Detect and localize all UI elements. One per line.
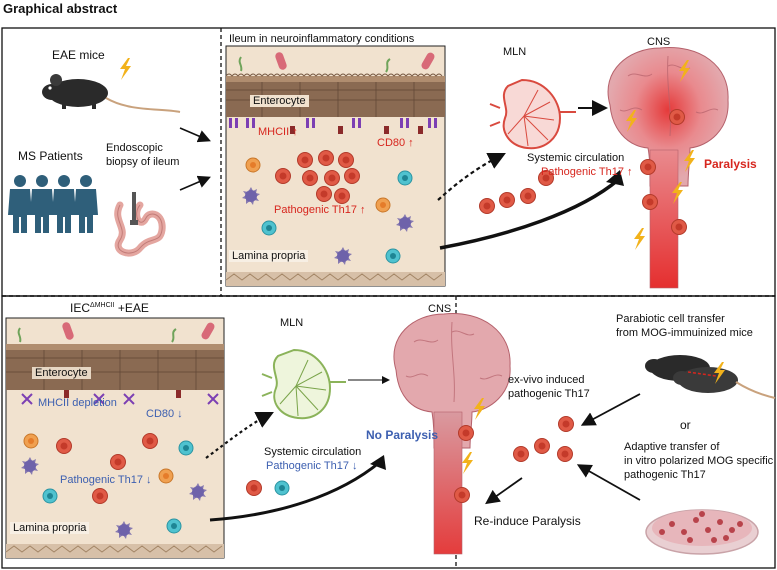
adaptive-label-line1: Adaptive transfer of: [624, 441, 720, 453]
bottom-mln-label: MLN: [280, 317, 304, 329]
bottom-panel-title-sup: ΔMHCII: [90, 302, 115, 309]
top-ileum-panel: [225, 45, 446, 287]
top-systemic-circulation-label: Systemic circulation: [527, 152, 625, 164]
bottom-systemic-circulation-label: Systemic circulation: [264, 446, 362, 458]
top-panel-title: Ileum in neuroinflammatory conditions: [229, 33, 415, 45]
petri-dish-icon: [645, 509, 759, 555]
bottom-lamina-propria-label: Lamina propria: [10, 522, 90, 534]
bottom-ileum-panel: [5, 317, 225, 559]
reinduce-paralysis-label: Re-induce Paralysis: [474, 514, 581, 528]
bottom-panel-title-main: IEC: [70, 301, 91, 315]
top-cns-brain-icon: [607, 47, 729, 289]
parabiotic-label-line2: from MOG-immuinized mice: [616, 327, 753, 339]
top-mln-icon: [489, 78, 576, 150]
bottom-cns-brain-icon: [393, 313, 511, 555]
ileum-intestine-icon: [114, 192, 166, 257]
bottom-pathogenic-th17-label: Pathogenic Th17 ↓: [60, 474, 152, 486]
ms-patients-icon: [8, 175, 98, 233]
mhcii-depletion-label: MHCII depletion: [38, 397, 117, 409]
top-cd80-label: CD80 ↑: [377, 137, 414, 149]
bottom-cd80-label: CD80 ↓: [146, 408, 183, 420]
bottom-panel-title-rest: +EAE: [114, 301, 149, 315]
adaptive-label-line2: in vitro polarized MOG specific: [624, 455, 774, 467]
mhcii-depleted-receptors-bottom: [21, 393, 219, 405]
bottom-systemic-th17-label: Pathogenic Th17 ↓: [266, 460, 358, 472]
or-label: or: [680, 418, 691, 432]
paralysis-label: Paralysis: [704, 157, 757, 171]
top-cns-label: CNS: [647, 36, 671, 48]
endoscopic-label-line1: Endoscopic: [106, 142, 163, 154]
cd80-receptors-bottom: [64, 390, 181, 398]
exvivo-label-line1: ex-vivo induced: [508, 374, 585, 386]
parabiotic-mice-icon: [645, 355, 776, 399]
top-mln-label: MLN: [503, 46, 527, 58]
bacteria-icons-bottom: [17, 322, 215, 343]
bottom-cns-label: CNS: [428, 303, 452, 315]
page-title: Graphical abstract: [3, 1, 118, 16]
top-pathogenic-th17-label: Pathogenic Th17 ↑: [274, 204, 366, 216]
endoscopic-label-line2: biopsy of ileum: [106, 156, 180, 168]
mhcii-receptors-top: [229, 118, 437, 134]
ms-patients-label: MS Patients: [18, 149, 83, 163]
bottom-enterocyte-label: Enterocyte: [32, 367, 91, 379]
eae-mouse-icon: [42, 74, 181, 113]
top-systemic-th17-label: Pathogenic Th17 ↑: [541, 166, 633, 178]
no-paralysis-label: No Paralysis: [366, 428, 439, 442]
lightning-icon: [120, 58, 131, 80]
eae-mice-label: EAE mice: [52, 48, 105, 62]
bottom-panel-title: IECΔMHCII +EAE: [70, 301, 149, 315]
bottom-mln-icon: [261, 348, 346, 420]
adaptive-label-line3: pathogenic Th17: [624, 469, 706, 481]
exvivo-label-line2: pathogenic Th17: [508, 388, 590, 400]
top-lamina-propria-label: Lamina propria: [229, 250, 309, 262]
top-mhcii-label: MHCII ↑: [258, 126, 298, 138]
parabiotic-label-line1: Parabiotic cell transfer: [616, 313, 725, 325]
top-enterocyte-label: Enterocyte: [250, 95, 309, 107]
bacteria-icons-top: [238, 52, 435, 73]
